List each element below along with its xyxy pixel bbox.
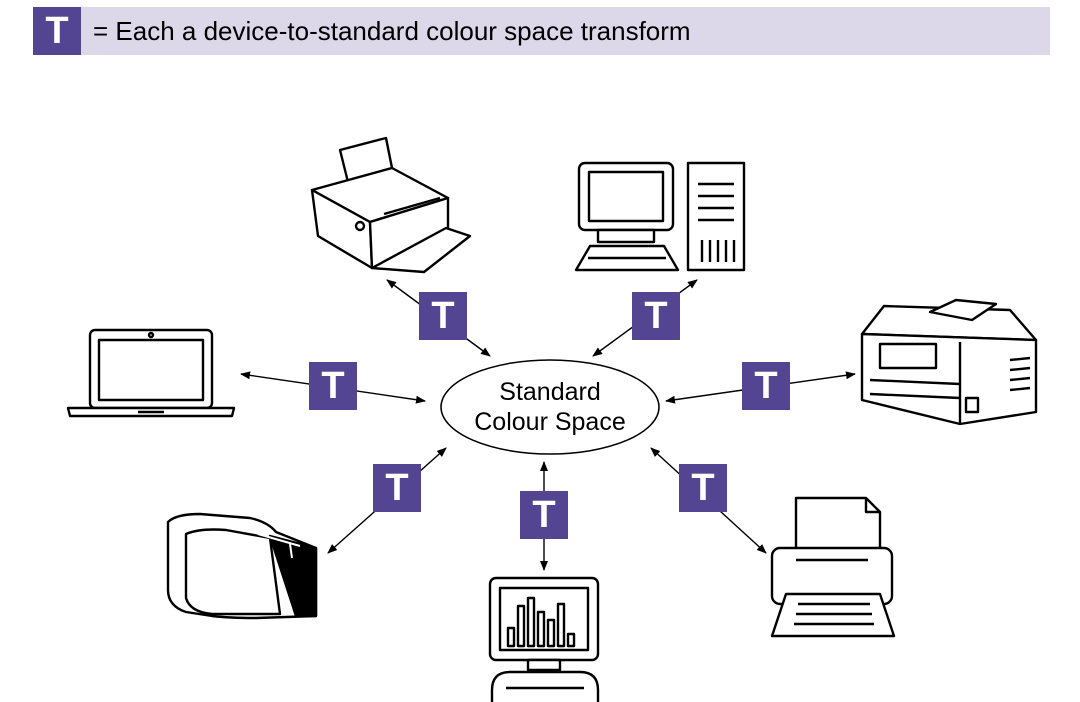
transform-badge-scanner: T: [373, 464, 421, 512]
center-label-line1: Standard: [499, 378, 601, 406]
legend-bar: T = Each a device-to-standard colour spa…: [33, 7, 1050, 55]
desktop-computer-icon: [574, 161, 746, 272]
inkjet-printer-icon: [310, 136, 472, 274]
transform-badge-office: T: [679, 464, 727, 512]
transform-badge-monitor: T: [520, 491, 568, 539]
standard-colour-space-ellipse: [440, 359, 660, 455]
laptop-icon: [66, 328, 236, 418]
transform-badge-inkjet: T: [419, 292, 467, 340]
transform-badge-laser: T: [742, 362, 790, 410]
standard-colour-space-label: Standard Colour Space: [441, 360, 659, 454]
office-printer-icon: [770, 496, 896, 638]
laser-printer-icon: [860, 298, 1038, 426]
legend-transform-badge: T: [33, 7, 81, 55]
legend-text: = Each a device-to-standard colour space…: [93, 16, 691, 46]
transform-badge-laptop: T: [309, 362, 357, 410]
transform-badge-desktop: T: [632, 292, 680, 340]
monitor-icon: [488, 576, 600, 702]
scanner-icon: [166, 512, 318, 620]
center-label-line2: Colour Space: [474, 408, 626, 436]
